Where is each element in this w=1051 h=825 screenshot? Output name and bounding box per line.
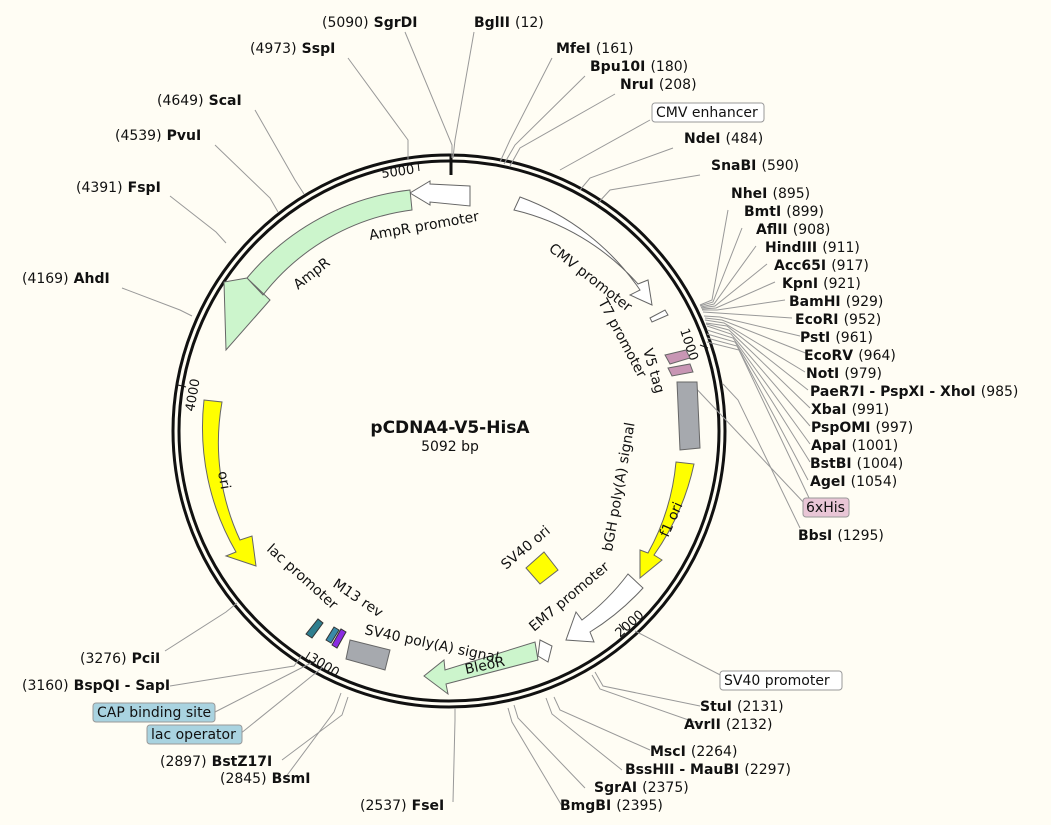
site-scai: (4649) ScaI <box>157 90 242 109</box>
tick-5000: 5000 <box>380 163 415 182</box>
site-xbai: XbaI (991) <box>811 399 889 418</box>
site-bamhi: BamHI (929) <box>789 291 883 310</box>
f1-ori-arrow <box>639 461 695 580</box>
site-bsmi: (2845) BsmI <box>220 768 310 787</box>
box-cap-binding-site <box>92 702 216 723</box>
site-agei: AgeI (1054) <box>810 471 897 490</box>
label-cmv-enhancer: CMV enhancer <box>656 105 758 121</box>
em7-small-arrow <box>537 639 553 663</box>
site-ecori: EcoRI (952) <box>795 309 881 328</box>
label-cap-binding-site: CAP binding site <box>97 705 211 721</box>
v5-tag-arrow <box>664 349 694 377</box>
site-bglii: BglII (12) <box>474 12 544 31</box>
em7-promoter-arrow <box>565 573 644 643</box>
box-lac-operator <box>146 724 243 745</box>
label-lac-operator: lac operator <box>151 727 236 743</box>
site-avrii: AvrII (2132) <box>684 714 772 733</box>
sv40-ori-block <box>525 551 559 585</box>
site-pcii: (3276) PciI <box>80 648 160 667</box>
sv40-polya-block <box>345 639 391 671</box>
plasmid-size: 5092 bp <box>421 439 479 455</box>
site-ahdi: (4169) AhdI <box>22 268 110 287</box>
cap-site-block <box>325 626 340 644</box>
site-stui: StuI (2131) <box>700 696 784 715</box>
site-leader-lines <box>121 31 811 807</box>
bgh-polya-block <box>676 381 701 451</box>
site-bspqi-sapi: (3160) BspQI - SapI <box>22 675 170 694</box>
site-bmgbi: BmgBI (2395) <box>560 795 663 814</box>
site-fspi: (4391) FspI <box>76 177 161 196</box>
tick-marks <box>177 161 709 661</box>
backbone-inner-circle <box>177 159 721 703</box>
label-f1-ori: f1 ori <box>657 500 686 540</box>
site-sgrdi: (5090) SgrDI <box>322 12 418 31</box>
site-bsshii-maubi: BssHII - MauBI (2297) <box>625 759 791 778</box>
box-6xhis <box>802 497 850 518</box>
site-bpu10i: Bpu10I (180) <box>590 56 688 75</box>
site-ecorv: EcoRV (964) <box>804 345 896 364</box>
plasmid-name: pCDNA4-V5-HisA <box>370 418 530 438</box>
feature-leader-lines <box>214 119 807 735</box>
site-bstbi: BstBI (1004) <box>810 453 903 472</box>
site-bbsi: BbsI (1295) <box>798 525 884 544</box>
site-snabi: SnaBI (590) <box>711 155 799 174</box>
t7-promoter-arrow <box>649 309 669 323</box>
label-lac-promoter: lac promoter <box>263 541 340 613</box>
site-msci: MscI (2264) <box>650 741 737 760</box>
site-ndei: NdeI (484) <box>684 128 763 147</box>
site-paer7i-pspxi-xhoi: PaeR7I - PspXI - XhoI (985) <box>810 381 1018 400</box>
site-kpni: KpnI (921) <box>782 273 861 292</box>
site-psti: PstI (961) <box>800 327 873 346</box>
ampr-promoter-arrow <box>409 180 471 207</box>
bleor-arrow <box>423 641 539 696</box>
label-bgh-polya: bGH poly(A) signal <box>600 421 638 552</box>
box-sv40-promoter <box>719 670 843 691</box>
site-mfei: MfeI (161) <box>556 38 633 57</box>
ampr-arrow <box>223 189 413 352</box>
label-6xhis: 6xHis <box>806 500 845 516</box>
site-labels-right: (5090) SgrDI BglII (12) (4973) SspI MfeI… <box>22 12 1018 814</box>
lac-operator-block <box>305 618 324 639</box>
label-sv40-promoter: SV40 promoter <box>724 673 830 689</box>
site-apai: ApaI (1001) <box>811 435 898 454</box>
site-bmti: BmtI (899) <box>744 201 824 220</box>
site-fsei: (2537) FseI <box>360 795 444 814</box>
site-acc65i: Acc65I (917) <box>774 255 869 274</box>
backbone-outer-circle <box>171 153 727 709</box>
site-hindiii: HindIII (911) <box>765 237 860 256</box>
site-pspomi: PspOMI (997) <box>811 417 913 436</box>
site-nrui: NruI (208) <box>620 74 697 93</box>
site-sgrai: SgrAI (2375) <box>594 777 689 796</box>
site-noti: NotI (979) <box>806 363 882 382</box>
site-pvui: (4539) PvuI <box>115 125 201 144</box>
tick-4000: 4000 <box>183 377 204 412</box>
box-cmv-enhancer <box>651 102 765 123</box>
site-nhei: NheI (895) <box>731 183 810 202</box>
site-sspi: (4973) SspI <box>250 38 335 57</box>
ori-arrow <box>201 399 257 567</box>
site-bstz17i: (2897) BstZ17I <box>160 751 272 770</box>
cmv-promoter-arrow <box>513 196 653 306</box>
label-cmv-promoter: CMV promoter <box>546 241 636 316</box>
m13-rev-block <box>331 628 347 649</box>
site-aflii: AflII (908) <box>756 219 830 238</box>
label-ori: ori <box>214 470 233 491</box>
